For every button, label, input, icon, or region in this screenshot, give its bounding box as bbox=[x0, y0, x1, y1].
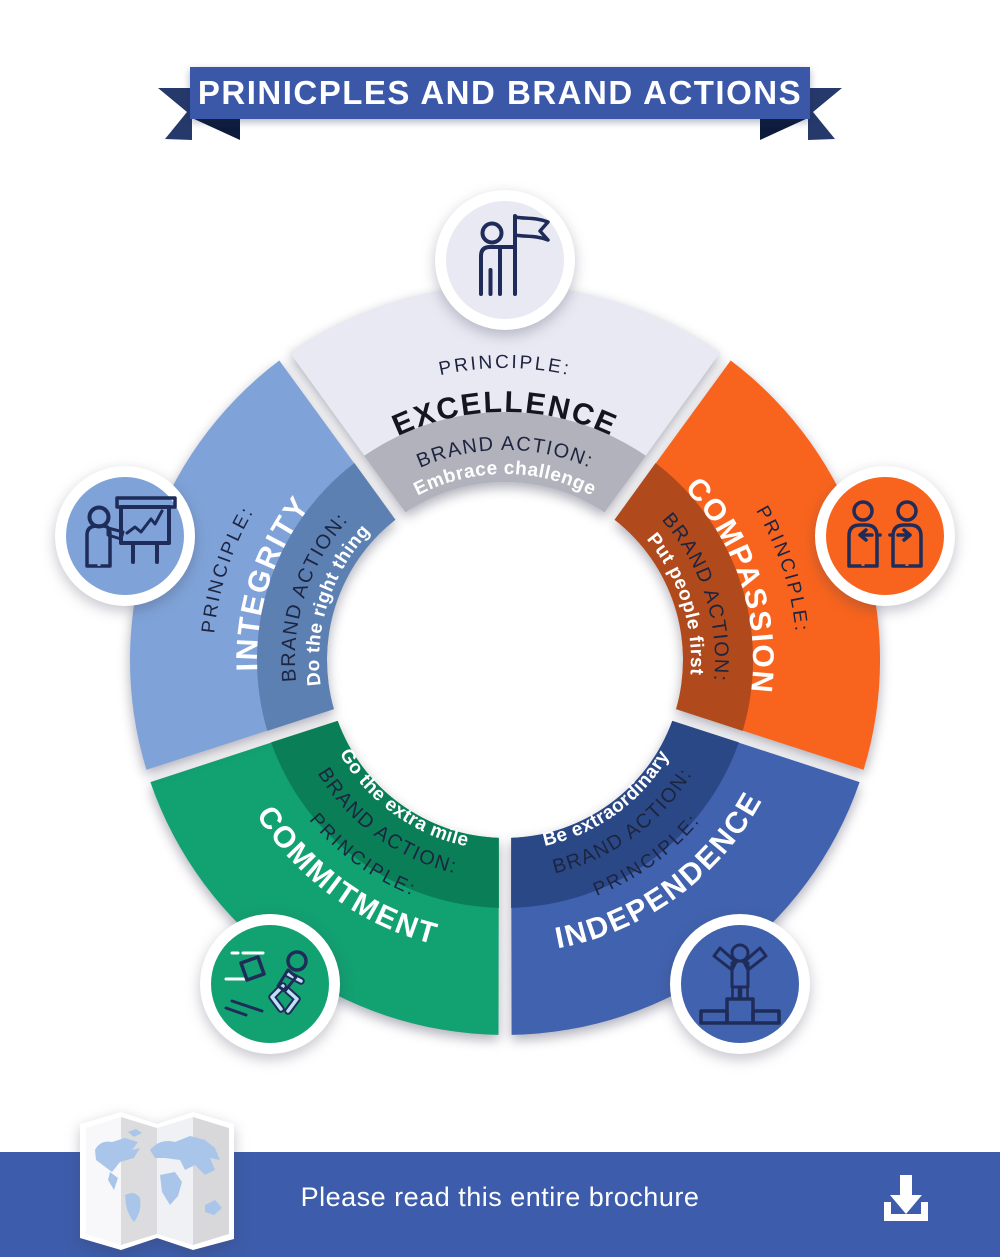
badge-fill bbox=[681, 925, 799, 1043]
segment-commitment-wedge bbox=[150, 720, 499, 1035]
segment-compassion-wedge bbox=[614, 360, 881, 770]
map-continents bbox=[95, 1129, 222, 1222]
badge-fill bbox=[826, 477, 944, 595]
world-map-icon bbox=[80, 1112, 234, 1250]
principles-wheel bbox=[129, 284, 881, 1035]
presenter-chart-icon bbox=[85, 496, 177, 568]
badge-independence bbox=[670, 914, 810, 1054]
flag-bearer-icon bbox=[479, 214, 550, 296]
badge-fill bbox=[211, 925, 329, 1043]
ribbon-band bbox=[190, 67, 810, 119]
badge-fill bbox=[446, 201, 564, 319]
icon-badges bbox=[55, 190, 955, 1054]
badge-compassion bbox=[815, 466, 955, 606]
runner-icon bbox=[224, 950, 308, 1017]
people-exchange-icon bbox=[847, 500, 923, 568]
download-icon[interactable] bbox=[884, 1175, 928, 1221]
title-banner: PRINICPLES AND BRAND ACTIONS bbox=[158, 67, 842, 140]
segment-integrity-band bbox=[256, 463, 396, 731]
ribbon-tail-right bbox=[808, 88, 842, 140]
footer-message: Please read this entire brochure bbox=[301, 1182, 700, 1212]
page-title: PRINICPLES AND BRAND ACTIONS bbox=[198, 74, 802, 111]
badge-fill bbox=[66, 477, 184, 595]
segment-compassion-band bbox=[614, 463, 754, 731]
ribbon-fold-left bbox=[192, 118, 240, 140]
segment-independence-band bbox=[511, 720, 739, 908]
badge-excellence bbox=[435, 190, 575, 330]
ribbon-tail-left bbox=[158, 88, 192, 140]
segment-integrity-wedge bbox=[129, 360, 396, 770]
segment-independence-wedge bbox=[511, 720, 860, 1035]
badge-commitment bbox=[200, 914, 340, 1054]
footer-bar: Please read this entire brochure bbox=[0, 1112, 1000, 1257]
ribbon-fold-right bbox=[760, 118, 808, 140]
winner-podium-icon bbox=[699, 943, 781, 1025]
segment-excellence-band bbox=[364, 411, 646, 513]
segment-commitment-band bbox=[271, 720, 499, 908]
badge-integrity bbox=[55, 466, 195, 606]
